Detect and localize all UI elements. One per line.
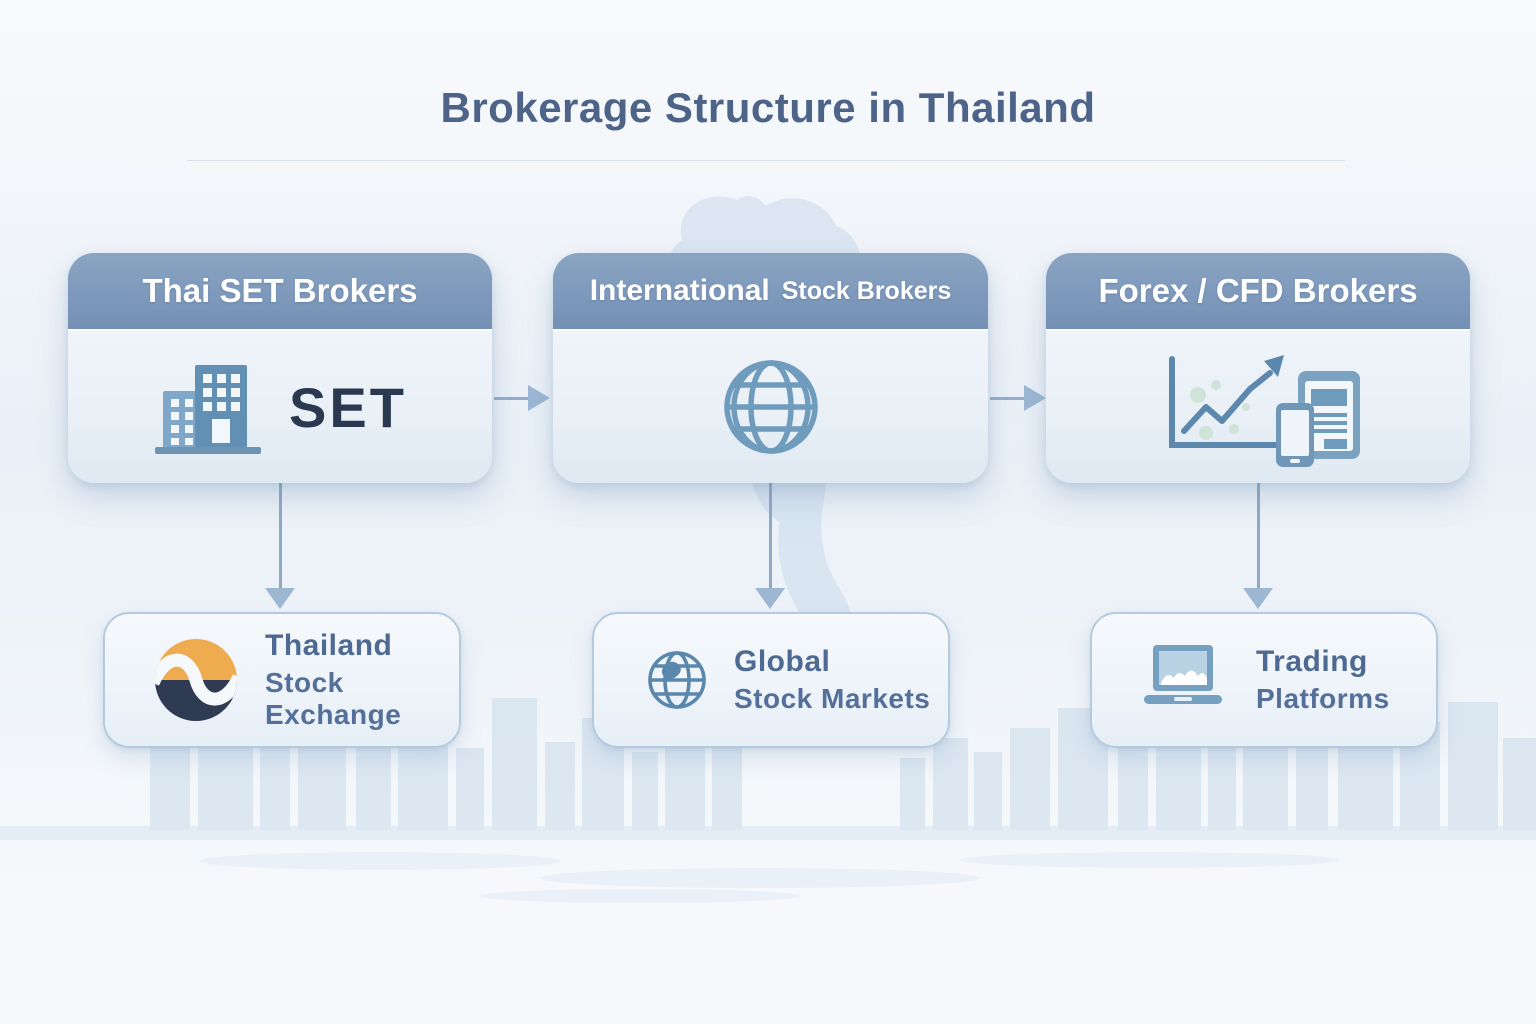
globe-icon (723, 360, 818, 454)
result-label: Thailand Stock Exchange (265, 629, 459, 731)
globe-small-icon (646, 649, 708, 711)
arrow-right-icon (990, 385, 1048, 411)
result-line2: Platforms (1256, 683, 1390, 714)
arrow-down-icon (264, 483, 296, 610)
card-international-stock-brokers: International Stock Brokers (553, 253, 988, 483)
card-thai-set-brokers: Thai SET Brokers (68, 253, 492, 483)
card-title: International (589, 274, 770, 307)
result-line2: Stock Markets (734, 683, 931, 714)
page-title: Brokerage Structure in Thailand (440, 84, 1096, 131)
set-label: SET (289, 375, 407, 439)
card-body-international (553, 329, 988, 483)
chart-devices-icon (1169, 355, 1360, 467)
card-title: Thai SET Brokers (142, 272, 418, 309)
laptop-icon (1136, 642, 1230, 718)
result-line1: Trading (1256, 645, 1368, 678)
result-label: Global Stock Markets (734, 645, 930, 715)
card-header-international: International Stock Brokers (553, 253, 988, 329)
arrow-down-icon (1242, 483, 1274, 610)
result-line1: Thailand (265, 629, 393, 662)
result-line2: Stock Exchange (265, 667, 402, 730)
arrow-down-icon (754, 483, 786, 610)
card-subtitle: Stock Brokers (781, 276, 952, 305)
result-box-thailand-stock-exchange: Thailand Stock Exchange (103, 612, 461, 748)
card-body-thai-set-brokers: SET (68, 329, 492, 483)
office-buildings-icon (155, 365, 262, 454)
set-logo-icon (153, 637, 239, 723)
card-body-forex-cfd (1046, 329, 1470, 483)
card-forex-cfd-brokers: Forex / CFD Brokers (1046, 253, 1470, 483)
result-line1: Global (734, 645, 831, 678)
card-title: Forex / CFD Brokers (1098, 272, 1418, 309)
card-header-forex-cfd: Forex / CFD Brokers (1046, 253, 1470, 329)
card-header-thai-set-brokers: Thai SET Brokers (68, 253, 492, 329)
result-label: Trading Platforms (1256, 645, 1390, 715)
result-box-trading-platforms: Trading Platforms (1090, 612, 1438, 748)
title-divider (187, 160, 1345, 161)
arrow-right-icon (494, 385, 552, 411)
result-box-global-stock-markets: Global Stock Markets (592, 612, 950, 748)
